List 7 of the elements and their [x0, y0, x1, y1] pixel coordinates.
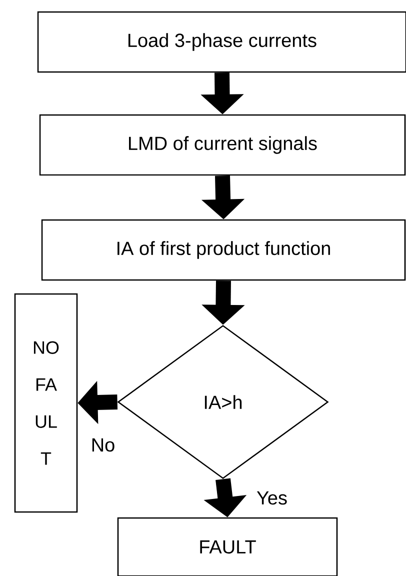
process-box: LMD of current signals	[39, 114, 406, 176]
process-box: FAULT	[117, 517, 338, 576]
edge-label: No	[90, 437, 116, 453]
edge-label: Yes	[256, 490, 288, 506]
process-box: IA of first product function	[41, 219, 406, 281]
process-box: Load 3-phase currents	[37, 11, 406, 73]
process-box: NO FA UL T	[14, 293, 78, 513]
